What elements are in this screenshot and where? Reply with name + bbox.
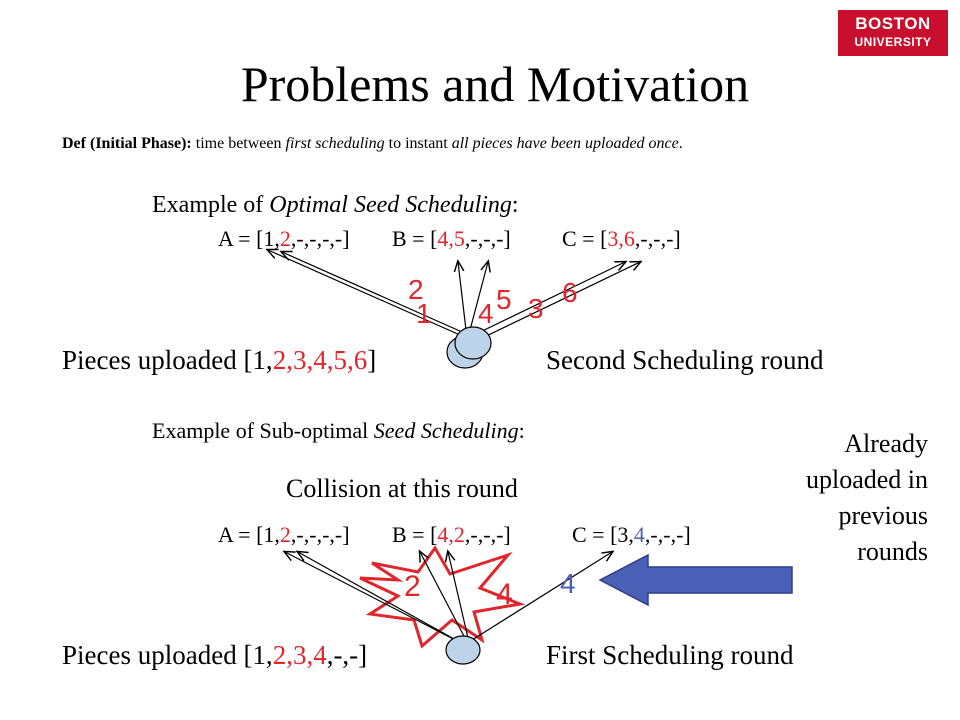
collision-label: Collision at this round <box>286 474 518 503</box>
suboptimal-vector-c: C = [3,4,-,-,-] <box>572 522 691 547</box>
arrow-to-a-1 <box>268 250 461 336</box>
suboptimal-piece-4-previous: 4 <box>560 568 576 599</box>
optimal-example-heading: Example of Optimal Seed Scheduling: <box>152 192 519 218</box>
definition-em-2: all pieces have been uploaded once <box>451 135 679 152</box>
suboptimal-vector-a: A = [1,2,-,-,-,-] <box>218 522 350 547</box>
optimal-piece-5: 5 <box>496 284 512 315</box>
optimal-piece-6: 6 <box>562 277 578 308</box>
already-uploaded-note: Already uploaded in previous rounds <box>805 429 928 566</box>
page-title: Problems and Motivation <box>240 56 750 112</box>
suboptimal-piece-2: 2 <box>404 570 421 603</box>
definition-text-2: to instant <box>384 135 452 152</box>
optimal-piece-1: 1 <box>416 298 432 329</box>
definition-label: Def (Initial Phase): <box>62 135 192 152</box>
definition-end: . <box>678 135 683 152</box>
definition-em-1: first scheduling <box>285 135 385 152</box>
logo-line-1: BOSTON <box>855 14 931 33</box>
arrow-to-c-2 <box>477 262 640 341</box>
arrow-sub-c <box>471 552 612 641</box>
suboptimal-round-label: First Scheduling round <box>546 640 794 670</box>
optimal-vector-b: B = [4,5,-,-,-] <box>392 226 511 251</box>
previous-rounds-arrow <box>598 553 793 607</box>
optimal-pieces-uploaded: Pieces uploaded [1,2,3,4,5,6] <box>62 345 377 375</box>
optimal-vector-a: A = [1,2,-,-,-,-] <box>218 226 350 251</box>
logo-line-2: UNIVERSITY <box>854 35 932 49</box>
suboptimal-seed-node <box>445 635 481 665</box>
arrow-to-b-1 <box>458 262 467 331</box>
suboptimal-example-heading: Example of Sub-optimal Seed Scheduling: <box>152 418 525 443</box>
definition-text: Def (Initial Phase): time between first … <box>62 135 683 153</box>
optimal-piece-3: 3 <box>528 293 544 324</box>
arrow-to-a-2 <box>282 252 463 333</box>
collision-burst <box>359 545 526 649</box>
seed-node-front <box>454 326 492 360</box>
suboptimal-pieces-uploaded: Pieces uploaded [1,2,3,4,-,-] <box>62 640 368 670</box>
arrow-to-c-1 <box>475 262 625 335</box>
definition-text-1: time between <box>191 135 286 152</box>
optimal-seed-node <box>446 326 492 369</box>
suboptimal-piece-4: 4 <box>496 578 513 611</box>
optimal-vector-c: C = [3,6,-,-,-] <box>562 226 681 251</box>
boston-university-logo: BOSTON UNIVERSITY <box>838 10 948 56</box>
optimal-piece-4: 4 <box>478 298 494 329</box>
optimal-round-label: Second Scheduling round <box>546 345 824 375</box>
arrow-sub-b-1 <box>420 552 466 639</box>
arrow-sub-a-2 <box>298 552 464 645</box>
suboptimal-vector-b: B = [4,2,-,-,-] <box>392 522 511 547</box>
arrow-sub-a-1 <box>285 552 464 645</box>
arrow-sub-b-2 <box>448 552 469 639</box>
suboptimal-upload-arrows <box>285 552 612 645</box>
arrow-to-b-2 <box>469 262 488 331</box>
optimal-upload-arrows <box>268 250 640 341</box>
optimal-piece-2: 2 <box>408 274 424 305</box>
